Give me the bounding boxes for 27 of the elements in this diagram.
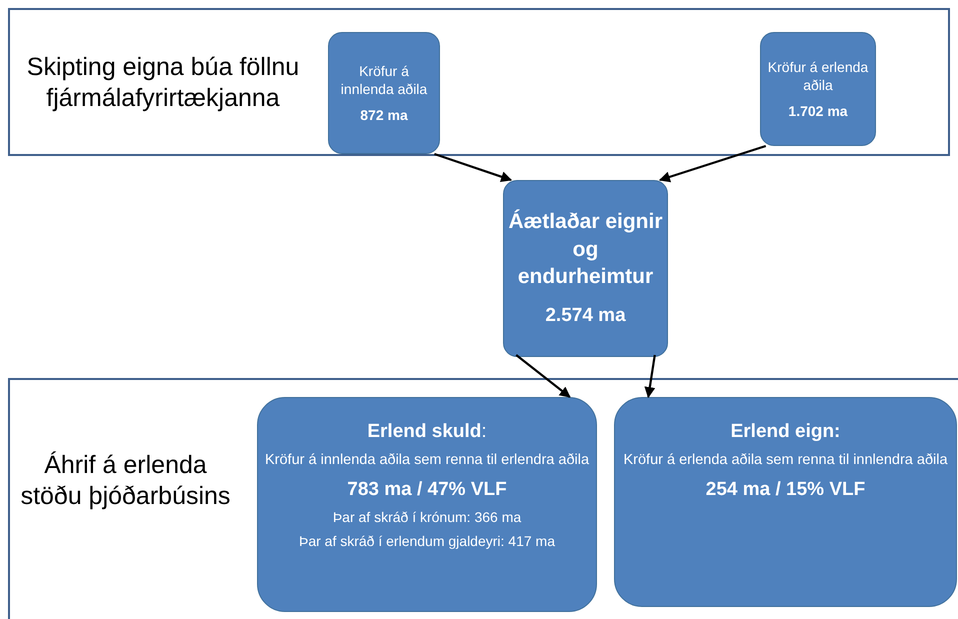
section-panel xyxy=(8,378,958,619)
arrow xyxy=(516,354,571,398)
box-label: Kröfur á innlenda aðila xyxy=(340,62,428,98)
arrow xyxy=(434,152,512,182)
arrow xyxy=(644,354,656,398)
amount-value: 2.574 ma xyxy=(545,304,626,328)
amount-value: 872 ma xyxy=(360,106,408,124)
description-text: Kröfur á innlenda aðila sem renna til erlendra aðila xyxy=(264,450,590,470)
amount-value: 254 ma / 15% VLF xyxy=(706,478,866,502)
process-box xyxy=(257,397,597,612)
section-panel xyxy=(8,8,950,156)
process-box xyxy=(760,32,876,146)
box-heading: Erlend skuld: xyxy=(367,420,487,444)
description-text: Kröfur á erlenda aðila sem renna til innlendra aðila xyxy=(623,450,948,470)
arrow xyxy=(658,144,766,182)
section-heading: Skipting eigna búa föllnu fjármálafyrirtækjanna xyxy=(26,52,300,114)
amount-value: 1.702 ma xyxy=(788,102,848,120)
process-box xyxy=(614,397,957,607)
box-heading: Erlend eign: xyxy=(730,420,840,444)
detail-text: Þar af skráð í krónum: 366 ma xyxy=(332,508,522,526)
amount-value: 783 ma / 47% VLF xyxy=(347,478,507,502)
section-heading: Áhrif á erlenda stöðu þjóðarbúsins xyxy=(20,450,232,512)
box-label: Áætlaðar eignir og endurheimtur xyxy=(508,208,663,290)
process-box xyxy=(328,32,440,154)
detail-text: Þar af skráð í erlendum gjaldeyri: 417 ma xyxy=(298,532,555,551)
box-label: Kröfur á erlenda aðila xyxy=(766,58,870,94)
process-box xyxy=(503,180,668,357)
